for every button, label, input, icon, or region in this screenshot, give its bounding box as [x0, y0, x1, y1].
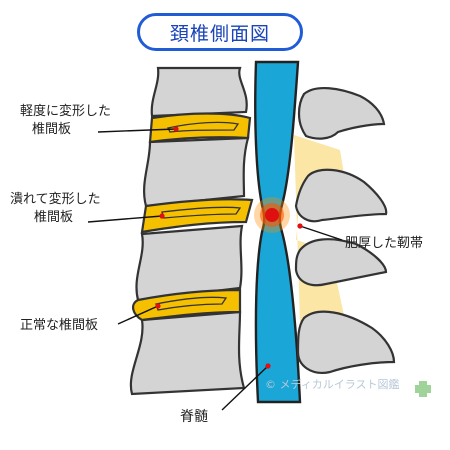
vertebral-bodies [129, 66, 250, 396]
title-box: 頚椎側面図 [137, 13, 303, 51]
leader-dots [155, 126, 303, 369]
spinal-cord [254, 60, 302, 404]
leader-lines [87, 128, 343, 411]
copyright-text: © メディカルイラスト図鑑 [265, 378, 400, 391]
spinous-process-2 [294, 168, 388, 223]
label-mild-deformed-disc: 軽度に変形した 椎間板 [20, 103, 111, 139]
compression-point [254, 197, 290, 233]
posterior-elements [294, 87, 396, 374]
label-mild-line2: 椎間板 [32, 122, 72, 137]
vertebra-1 [150, 66, 248, 118]
diagram-title: 頚椎側面図 [169, 22, 270, 45]
vertebra-2 [142, 136, 250, 208]
cross-logo-icon [415, 381, 431, 397]
leader-ligament [299, 225, 343, 241]
leader-crushed [87, 215, 163, 223]
spinous-process-4 [296, 310, 396, 374]
label-crushed-disc: 潰れて変形した 椎間板 [10, 191, 101, 227]
spinous-process-3 [294, 238, 388, 287]
leader-normal [117, 305, 159, 325]
leader-mild [97, 128, 177, 133]
vertebra-3 [135, 224, 244, 302]
label-spinal-cord: 脊髄 [180, 409, 208, 425]
label-crushed-line1: 潰れて変形した [10, 192, 101, 207]
label-crushed-line2: 椎間板 [34, 210, 74, 225]
label-normal-disc: 正常な椎間板 [20, 318, 99, 333]
label-mild-line1: 軽度に変形した [20, 104, 112, 119]
vertebra-4 [129, 310, 246, 396]
disc-nucleus-lines [155, 121, 242, 311]
spinous-process-1 [297, 87, 386, 140]
label-thickened-ligament: 肥厚した靭帯 [345, 236, 424, 251]
disc-mild-deformed [148, 112, 252, 144]
leader-spinal-cord [221, 365, 269, 411]
thickened-ligament [294, 135, 345, 322]
